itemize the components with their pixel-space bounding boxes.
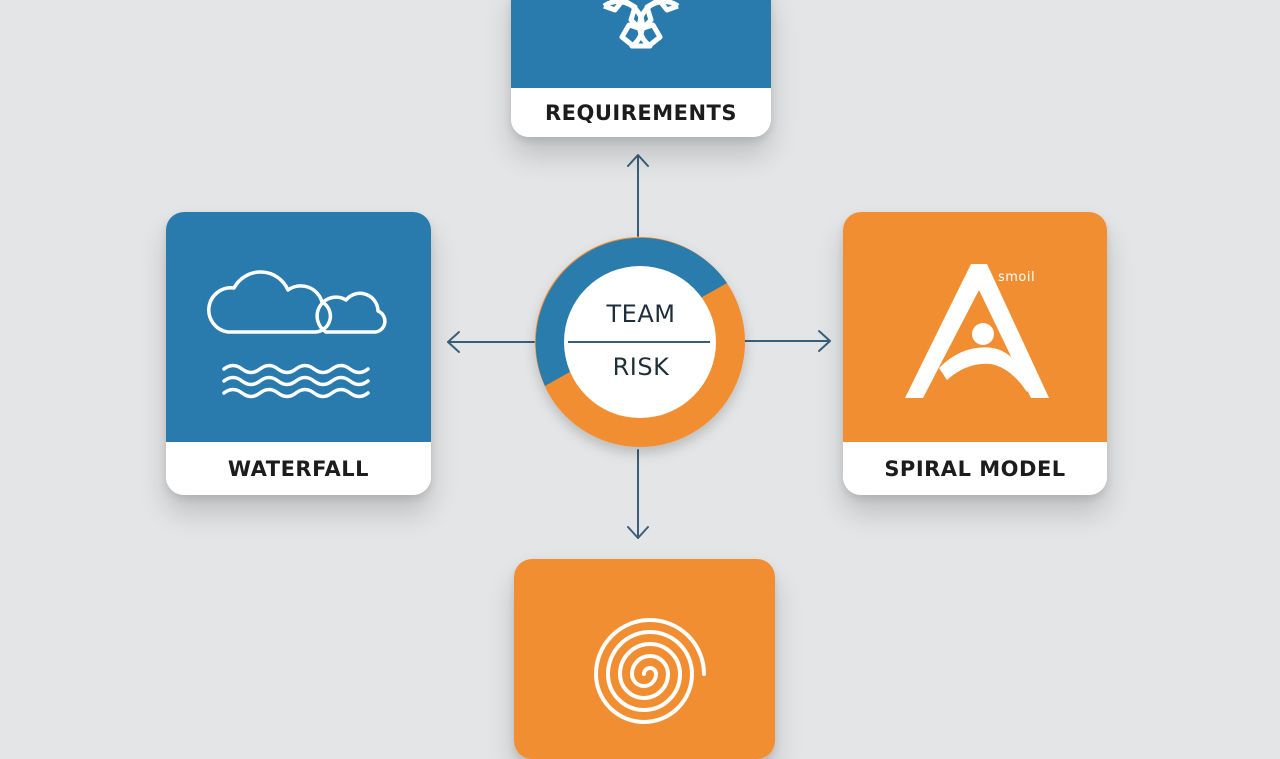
abstract-a-logo-icon — [905, 264, 1049, 398]
spiral-model-label: SPIRAL MODEL — [843, 442, 1107, 495]
waterfall-label: WATERFALL — [166, 442, 431, 495]
spiral-card-art — [514, 559, 775, 759]
connector-to-spiral-model — [744, 330, 831, 352]
spiral-model-card: smoil SPIRAL MODEL — [843, 212, 1107, 495]
spiral-model-logo-text: smoil — [998, 270, 1036, 285]
requirements-card: REQUIREMENTS — [511, 0, 771, 137]
hub-circle — [535, 237, 745, 447]
waterfall-card: WATERFALL — [166, 212, 431, 495]
hub-bottom-label: RISK — [612, 353, 670, 381]
waterfall-card-art — [166, 212, 431, 442]
process-diagram: TEAM RISK REQUIREMENTS — [166, 0, 1107, 759]
connector-to-requirements — [627, 154, 649, 237]
connector-to-waterfall — [447, 331, 535, 353]
hub-top-label: TEAM — [606, 300, 676, 328]
requirements-card-art — [511, 0, 771, 88]
spiral-model-card-art — [843, 212, 1107, 442]
requirements-label: REQUIREMENTS — [511, 88, 771, 137]
gear-icon — [602, 0, 680, 49]
spiral-card — [514, 559, 775, 759]
connector-layer — [447, 154, 831, 539]
connector-to-bottom — [627, 449, 649, 539]
cloud-waves-icon — [207, 270, 387, 399]
spiral-icon — [593, 618, 706, 724]
